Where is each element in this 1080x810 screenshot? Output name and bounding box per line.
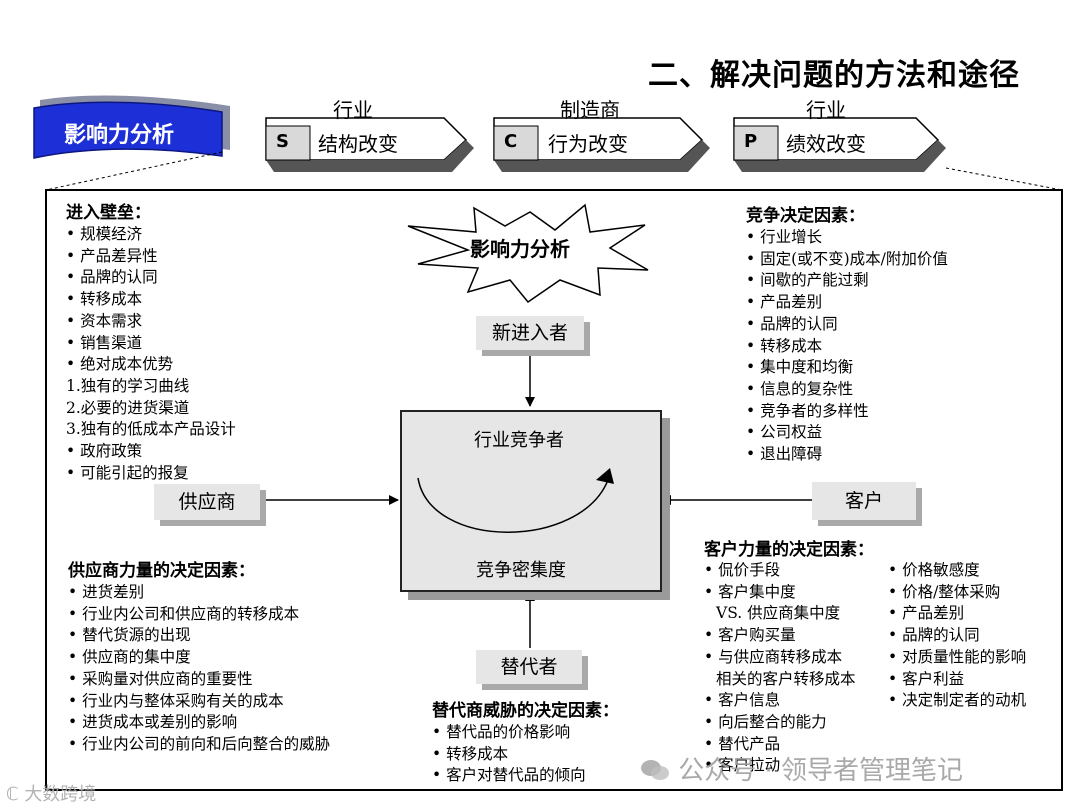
new-entrant-box: 新进入者 [476,316,584,350]
list-item: 替代货源的出现 [68,625,330,647]
scp-s-letter: S [276,131,289,152]
supplier-power-section: 供应商力量的决定因素： 进货差别 行业内公司和供应商的转移成本 替代货源的出现 … [68,556,330,756]
list-item: 转移成本 [432,744,619,766]
list-item: 政府政策 [66,441,236,463]
list-item: 可能引起的报复 [66,463,236,485]
main-frame [45,189,1063,791]
customer-power-title: 客户力量的决定因素： [704,540,874,560]
list-item: 客户对替代品的倾向 [432,765,619,787]
scp-arrow-c [493,117,710,172]
wechat-icon [641,760,669,780]
list-item: 价格/整体采购 [888,582,1026,604]
list-item: 固定(或不变)成本/附加价值 [746,249,948,271]
watermark-right: 公众号 · 领导者管理笔记 [640,750,963,787]
customer-box: 客户 [812,482,916,520]
scp-s-label: 结构改变 [318,132,398,156]
list-item: 3.独有的低成本产品设计 [66,420,236,439]
star-label: 影响力分析 [470,237,570,261]
scp-c-letter: C [504,131,518,152]
list-item: 产品差异性 [66,246,236,268]
list-item: 行业内公司的前向和后向整合的威胁 [68,734,330,756]
list-item: 替代品的价格影响 [432,722,619,744]
list-item: 采购量对供应商的重要性 [68,669,330,691]
customer-power-right-list: 价格敏感度 价格/整体采购 产品差别 品牌的认同 对质量性能的影响 客户利益 决… [888,560,1026,712]
list-item: 集中度和均衡 [746,357,948,379]
list-item: 相关的客户转移成本 [716,669,856,688]
scp-p-top: 行业 [806,98,846,122]
list-item: 品牌的认同 [66,267,236,289]
list-item: 规模经济 [66,224,236,246]
list-item: 公司权益 [746,422,948,444]
list-item: 替代产品 [704,734,856,756]
competition-factors-title: 竞争决定因素： [746,206,865,226]
list-item: 对质量性能的影响 [888,647,1026,669]
list-item: 与供应商转移成本 [704,647,856,669]
list-item: 行业内与整体采购有关的成本 [68,691,330,713]
scp-c-label: 行为改变 [548,132,628,156]
watermark-left-icon: ℂ [6,784,19,805]
page-title: 二、解决问题的方法和途径 [648,58,1020,93]
list-item: 转移成本 [66,289,236,311]
scp-arrow-s [265,117,474,172]
list-item: 客户购买量 [704,625,856,647]
entry-barriers-title: 进入壁垒： [66,203,151,223]
list-item: 行业内公司和供应商的转移成本 [68,604,330,626]
scp-arrow-p [733,117,946,172]
list-item: 决定制定者的动机 [888,690,1026,712]
center-bottom-label: 竞争密集度 [476,560,566,581]
list-item: 退出障碍 [746,444,948,466]
entry-barriers-section: 进入壁垒： 规模经济 产品差异性 品牌的认同 转移成本 资本需求 销售渠道 绝对… [66,198,236,484]
list-item: 2.必要的进货渠道 [66,398,190,417]
ribbon-banner [33,101,223,159]
industry-competitors-box [400,410,662,592]
list-item: 1.独有的学习曲线 [66,376,190,395]
list-item: 销售渠道 [66,333,236,355]
substitute-threat-section: 替代商威胁的决定因素： 替代品的价格影响 转移成本 客户对替代品的倾向 [432,696,619,787]
customer-power-left-list: 侃价手段 客户集中度 VS. 供应商集中度 客户购买量 与供应商转移成本 相关的… [704,560,856,777]
list-item: 客户信息 [704,690,856,712]
supplier-power-title: 供应商力量的决定因素： [68,561,255,581]
star-burst [407,203,649,304]
list-item: 进货成本或差别的影响 [68,712,330,734]
list-item: 产品差别 [746,292,948,314]
list-item: 客户利益 [888,669,1026,691]
substitute-box: 替代者 [476,650,582,684]
list-item: 行业增长 [746,227,948,249]
list-item: 客户集中度 [704,582,856,604]
list-item: 资本需求 [66,311,236,333]
scp-c-top: 制造商 [560,98,620,122]
list-item: 品牌的认同 [746,314,948,336]
rivalry-curve [417,468,614,533]
list-item: 绝对成本优势 [66,354,236,376]
list-item: 竞争者的多样性 [746,401,948,423]
scp-s-top: 行业 [333,98,373,122]
watermark-text: 公众号 · 领导者管理笔记 [678,756,964,786]
list-item: 供应商的集中度 [68,647,330,669]
list-item: 产品差别 [888,603,1026,625]
list-item: 进货差别 [68,582,330,604]
substitute-threat-title: 替代商威胁的决定因素： [432,701,619,721]
competition-factors-section: 竞争决定因素： 行业增长 固定(或不变)成本/附加价值 间歇的产能过剩 产品差别… [746,201,948,466]
list-item: 品牌的认同 [888,625,1026,647]
customer-power-section: 客户力量的决定因素： [704,535,874,560]
list-item: 间歇的产能过剩 [746,270,948,292]
list-item: 价格敏感度 [888,560,1026,582]
scp-p-label: 绩效改变 [786,132,866,156]
watermark-left: ℂ 大数跨境 [6,780,96,806]
list-item: VS. 供应商集中度 [716,604,841,623]
scp-p-letter: P [744,131,758,152]
ribbon-label: 影响力分析 [64,122,175,148]
center-top-label: 行业竞争者 [474,430,564,451]
list-item: 向后整合的能力 [704,712,856,734]
list-item: 信息的复杂性 [746,379,948,401]
list-item: 侃价手段 [704,560,856,582]
list-item: 客户拉动 [704,755,856,777]
watermark-left-text: 大数跨境 [24,784,97,805]
list-item: 转移成本 [746,336,948,358]
supplier-box: 供应商 [154,484,260,520]
